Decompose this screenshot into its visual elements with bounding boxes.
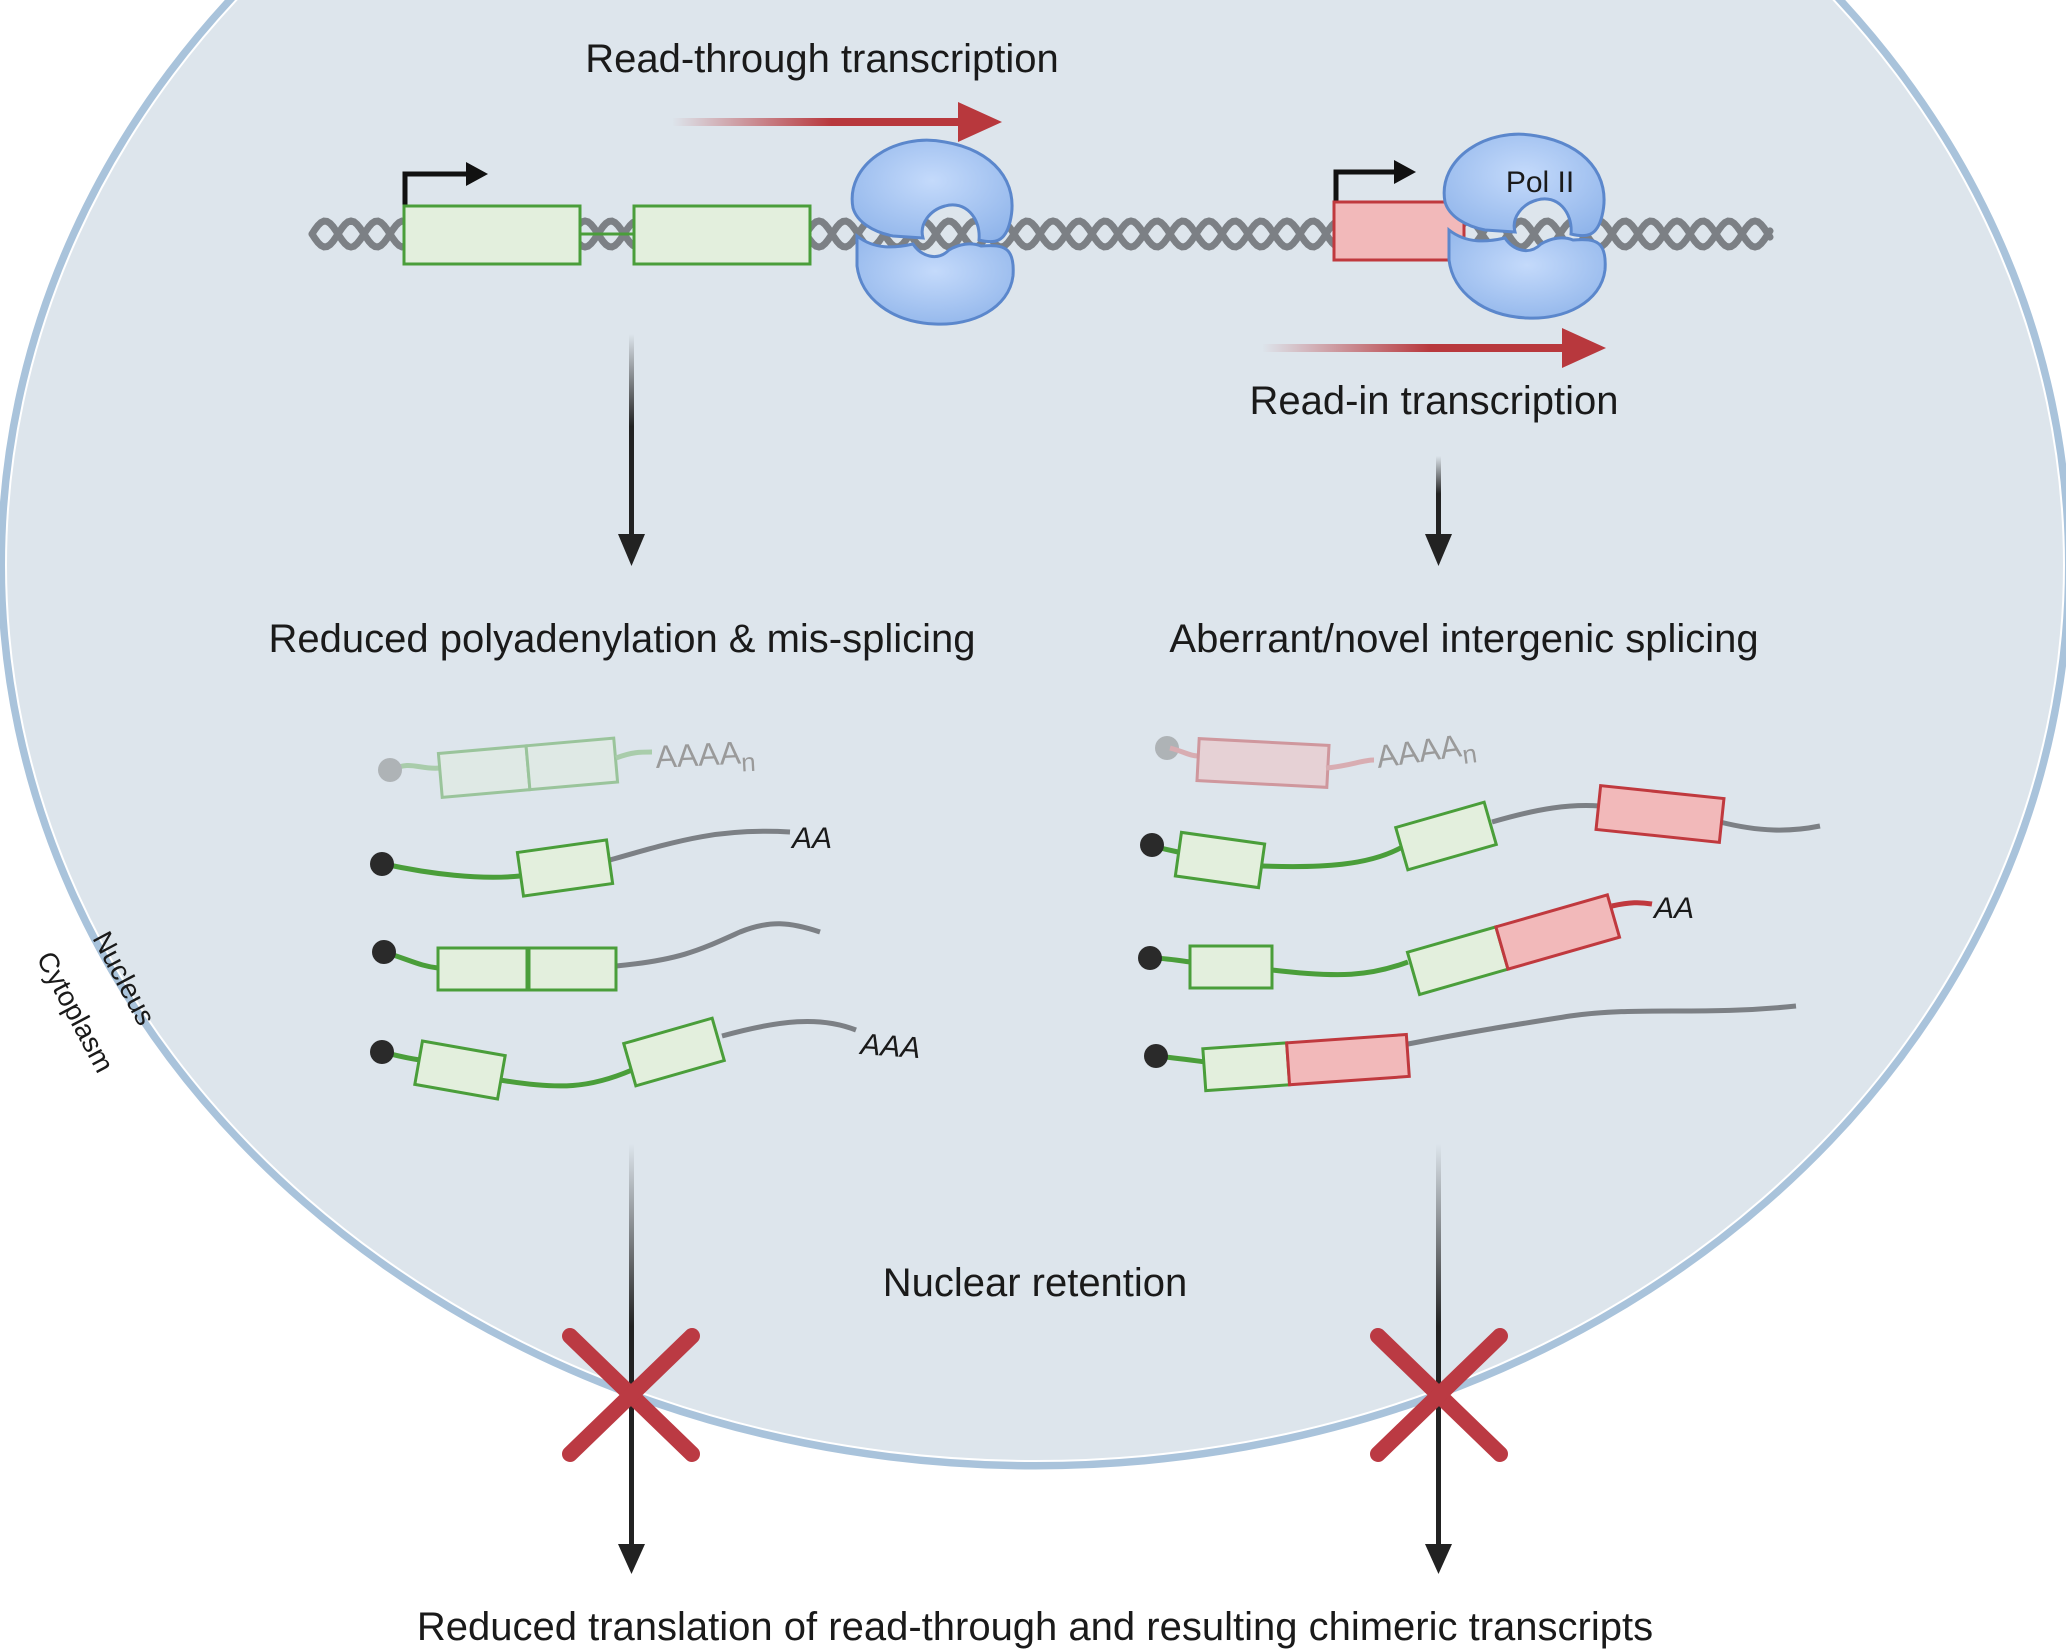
nucleus-envelope [0,0,2066,1470]
left-tail-1: AA [790,822,832,855]
left-faded-tail: AAAAn [654,734,756,782]
right-outcome-label: Aberrant/novel intergenic splicing [1169,617,1758,661]
left-transcript-3 [370,1016,857,1101]
pol2-label: Pol II [1506,166,1574,199]
left-down-arrowhead [618,534,645,566]
right-transcript-1 [1140,783,1821,890]
left-block-cross [562,1328,700,1462]
right-transcript-2 [1138,893,1653,997]
right-gene [1332,160,1466,262]
left-transcript-1 [370,828,791,898]
right-export-arrow [1436,1144,1441,1550]
read-through-label: Read-through transcription [585,37,1059,81]
left-transcript-faded [378,736,653,799]
left-gene [402,162,812,266]
right-block-cross [1370,1328,1508,1462]
left-transcript-2 [372,921,821,992]
right-down-arrowhead [1425,534,1452,566]
read-in-arrowhead [1562,328,1606,368]
polymerase-2 [1442,132,1607,320]
left-tail-3: AAA [858,1028,922,1065]
nuclear-retention-label: Nuclear retention [883,1261,1188,1305]
left-export-arrowhead [618,1544,645,1574]
left-down-arrow [629,334,634,540]
right-transcript-3 [1144,1003,1797,1093]
left-outcome-label: Reduced polyadenylation & mis-splicing [268,617,975,661]
left-export-arrow [629,1144,634,1550]
right-down-arrow [1436,456,1441,540]
read-through-arrow [672,118,962,126]
read-in-label: Read-in transcription [1249,379,1618,423]
right-tail-2: AA [1652,892,1694,925]
right-transcript-faded [1155,736,1375,789]
right-export-arrowhead [1425,1544,1452,1574]
polymerase-1 [850,138,1015,326]
read-through-arrowhead [958,102,1002,142]
read-in-arrow [1262,344,1568,352]
bottom-caption: Reduced translation of read-through and … [417,1605,1653,1649]
